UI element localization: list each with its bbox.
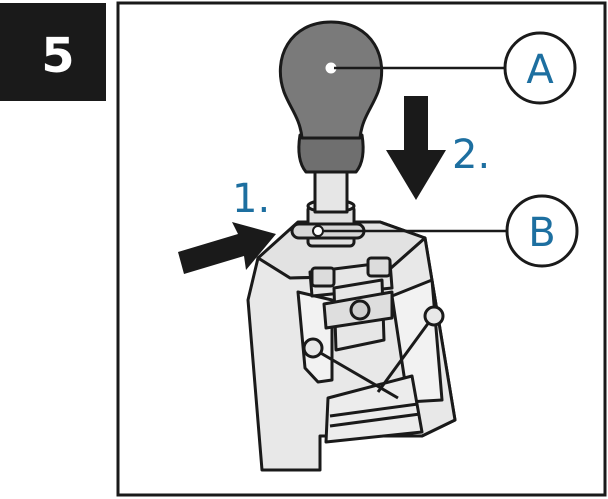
latch-screw [349,299,371,321]
latch-hinge-left [310,266,336,288]
callout-b-anchor-dot [312,225,324,237]
stamp-device [246,20,457,472]
knob-pointer-dot [325,62,337,74]
knob-handle [297,133,365,174]
pivot-right [423,305,445,327]
base-line-2 [329,412,421,428]
pivot-left [302,337,324,359]
shaft [313,170,349,214]
callout-a: A [503,31,577,105]
callout-b: B [505,194,579,268]
action-label-1: 1. [232,176,270,222]
strut-left [311,346,399,400]
base-line-1 [329,402,419,418]
callout-a-letter: A [526,47,554,93]
knob-ball [278,20,384,140]
strut-right [376,317,434,393]
action-label-2: 2. [452,132,490,178]
step-number: 5 [41,28,74,84]
latch-hinge-right [366,256,392,278]
diagram-frame [116,1,607,497]
step-number-badge [0,3,106,101]
callout-b-letter: B [528,210,555,256]
press-down-arrow-icon [386,96,446,200]
push-arrow-icon [178,222,276,274]
